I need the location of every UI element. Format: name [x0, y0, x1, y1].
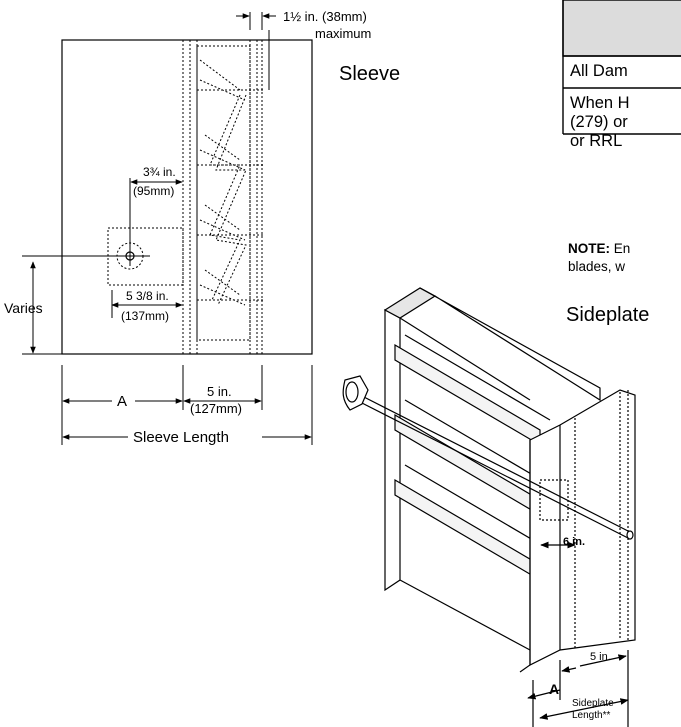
dim-varies-label: Varies — [4, 300, 43, 316]
dim-5in-label: 5 in. — [207, 384, 232, 399]
table-fragment — [562, 0, 681, 135]
table-row-when-line3: or RRL — [570, 132, 623, 150]
dim-axle-depth-label: 5 3/8 in. — [126, 289, 169, 303]
dim-a-label: A — [117, 393, 127, 410]
dim-axle-offset-label: 3¾ in. — [143, 165, 176, 179]
dim-axle-offset-metric-label: (95mm) — [133, 184, 174, 198]
note: NOTE: En blades, w — [568, 240, 630, 276]
sideplate-length-line1: Sideplate — [572, 698, 614, 709]
sideplate-dim-a: A — [549, 681, 559, 697]
note-line-1: NOTE: En — [568, 240, 630, 258]
table-row-all-dampers: All Dam — [570, 62, 628, 80]
sideplate-dim-5in: 5 in. — [590, 651, 611, 663]
sleeve-outline — [61, 39, 313, 355]
sideplate-length-line2: Length** — [572, 710, 610, 721]
note-label: NOTE: — [568, 241, 610, 256]
note-line1-text: En — [610, 241, 631, 256]
dim-axle-depth-metric-label: (137mm) — [121, 309, 169, 323]
damper-frame-hidden-lines — [107, 40, 263, 354]
table-row-when-line1: When H — [570, 94, 630, 112]
table-row-when-line2: (279) or — [570, 113, 628, 131]
sleeve-title: Sleeve — [339, 63, 400, 85]
dim-top-label: 1½ in. (38mm) — [283, 9, 367, 24]
sleeve-drawing: Sleeve 1½ in. (38mm) maximum 3¾ in. (95m… — [4, 9, 400, 446]
sideplate-dim-6in: 6 in. — [563, 536, 585, 548]
dim-sleeve-length-label: Sleeve Length — [133, 429, 229, 446]
sideplate-drawing — [342, 287, 636, 727]
dim-top-sub-label: maximum — [315, 26, 371, 41]
dim-5in-metric-label: (127mm) — [190, 401, 242, 416]
note-line-2: blades, w — [568, 259, 626, 274]
sideplate-title: Sideplate — [566, 304, 649, 326]
